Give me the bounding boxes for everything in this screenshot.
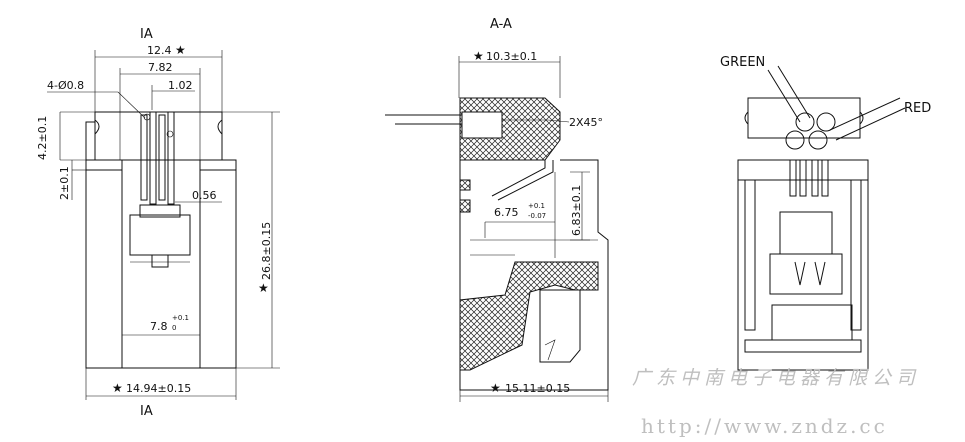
dim-section-bottom: 15.11±0.15: [505, 382, 570, 395]
dim-holes: 4-Ø0.8: [47, 79, 84, 92]
dim-chamfer: 2X45°: [569, 116, 603, 129]
section-mark-top: IA: [140, 27, 153, 42]
critical-star-icon: ★: [490, 381, 501, 395]
dim-inner-tol-upper: +0.1: [172, 314, 189, 322]
dim-pin-width: 0.56: [192, 189, 217, 202]
dim-depth-tol-lower: -0.07: [528, 212, 546, 220]
critical-star-icon: ★: [112, 381, 123, 395]
dim-height-a: 4.2±0.1: [36, 116, 49, 160]
critical-star-icon: ★: [175, 43, 186, 57]
dim-total-height: 26.8±0.15: [260, 222, 273, 280]
dim-height-b: 2±0.1: [58, 166, 71, 200]
dim-inner-tol-lower: 0: [172, 324, 176, 332]
dim-bottom-width: 14.94±0.15: [126, 382, 191, 395]
dim-section-height: 6.83±0.1: [570, 185, 583, 236]
section-view: A-A ★ 10.3±0.1 2X45° 6.75 +0.1 -0.07: [385, 17, 609, 402]
front-view: IA IA 12.4 ★ 7.82 1.02 4-Ø0.8: [36, 27, 280, 419]
dim-depth-tol-upper: +0.1: [528, 202, 545, 210]
watermark-company: 广东中南电子电器有限公司: [632, 367, 920, 389]
dim-pin-pitch: 1.02: [168, 79, 193, 92]
critical-star-icon: ★: [473, 49, 484, 63]
critical-star-icon: ★: [258, 281, 269, 295]
dim-inner-base: 7.8: [150, 320, 168, 333]
dim-top-width: 12.4: [147, 44, 172, 57]
wire-label-red: RED: [904, 101, 931, 116]
section-mark-bottom: IA: [140, 404, 153, 419]
wire-label-green: GREEN: [720, 55, 765, 70]
watermark-url: http://www.zndz.cc: [641, 414, 888, 438]
dim-depth-base: 6.75: [494, 206, 519, 219]
dim-pin-span: 7.82: [148, 61, 173, 74]
dim-section-top: 10.3±0.1: [486, 50, 537, 63]
section-title: A-A: [490, 17, 512, 32]
side-view: GREEN RED: [720, 55, 931, 371]
